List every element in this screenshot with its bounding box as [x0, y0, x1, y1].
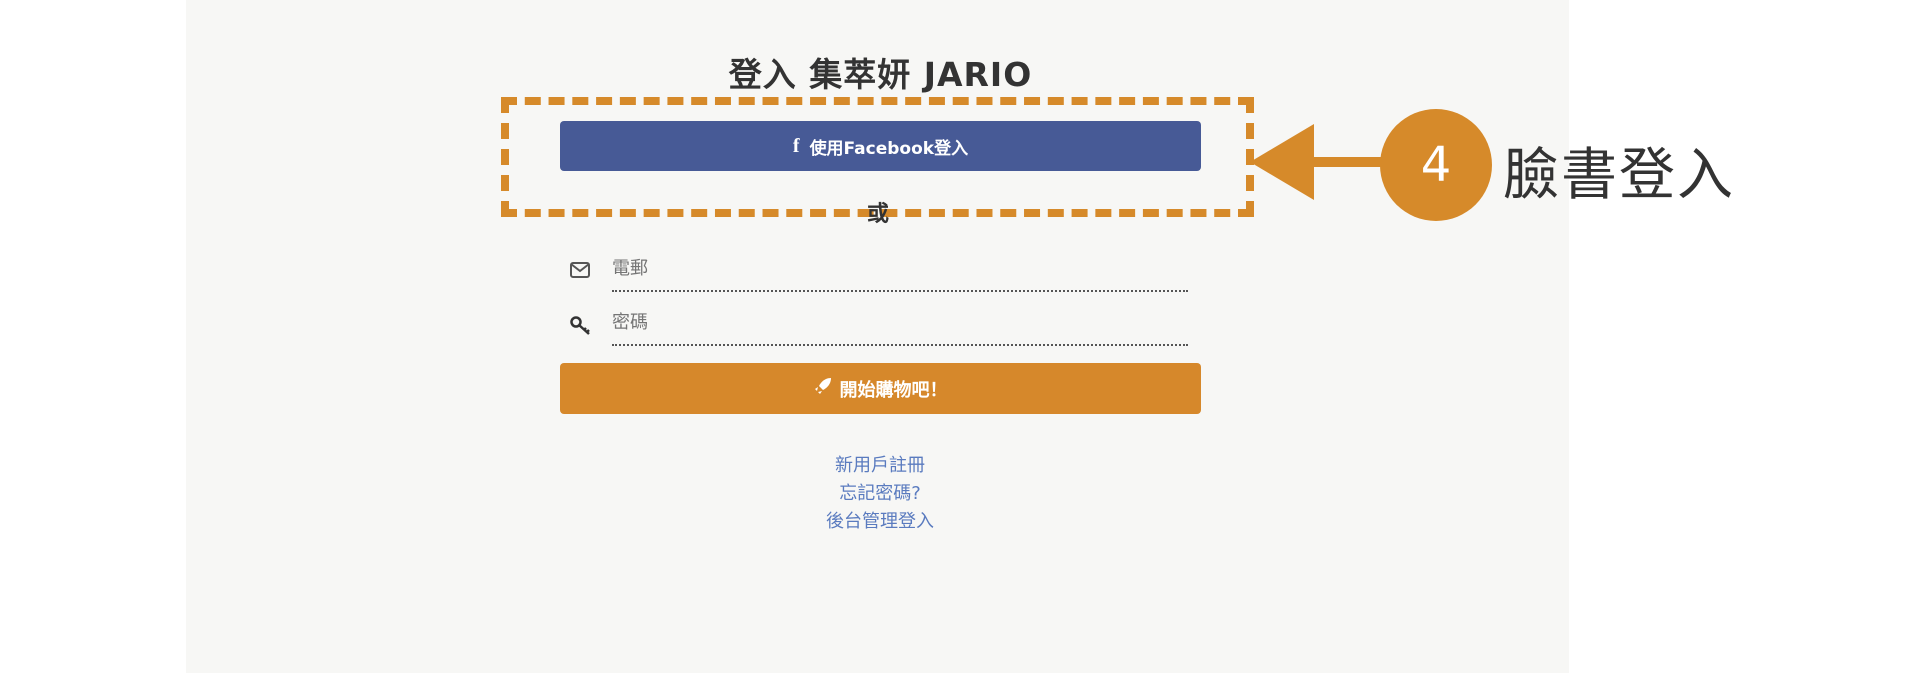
- annotation-step-badge: 4: [1380, 109, 1492, 221]
- or-divider: 或: [866, 202, 889, 227]
- key-icon: [570, 316, 592, 336]
- envelope-icon: [570, 262, 592, 282]
- start-shopping-label: 開始購物吧！: [839, 379, 948, 401]
- auth-links: 新用戶註冊 忘記密碼? 後台管理登入: [760, 452, 1000, 536]
- admin-login-link[interactable]: 後台管理登入: [826, 511, 934, 532]
- facebook-login-label: 使用Facebook登入: [809, 138, 969, 159]
- facebook-icon: f: [792, 134, 800, 157]
- forgot-password-link[interactable]: 忘記密碼?: [839, 483, 921, 504]
- annotation-arrow-head: [1250, 124, 1314, 200]
- annotation-label: 臉書登入: [1503, 143, 1735, 208]
- annotation-arrow-shaft: [1310, 157, 1400, 167]
- email-row: [570, 250, 1190, 292]
- password-input[interactable]: [612, 304, 1188, 346]
- rocket-icon: [814, 377, 832, 400]
- start-shopping-button[interactable]: 開始購物吧！: [560, 363, 1201, 414]
- email-input[interactable]: [612, 250, 1188, 292]
- facebook-login-button[interactable]: f 使用Facebook登入: [560, 121, 1201, 171]
- page-title: 登入 集萃妍 JARIO: [728, 55, 1033, 94]
- password-row: [570, 304, 1190, 346]
- register-link[interactable]: 新用戶註冊: [835, 455, 925, 476]
